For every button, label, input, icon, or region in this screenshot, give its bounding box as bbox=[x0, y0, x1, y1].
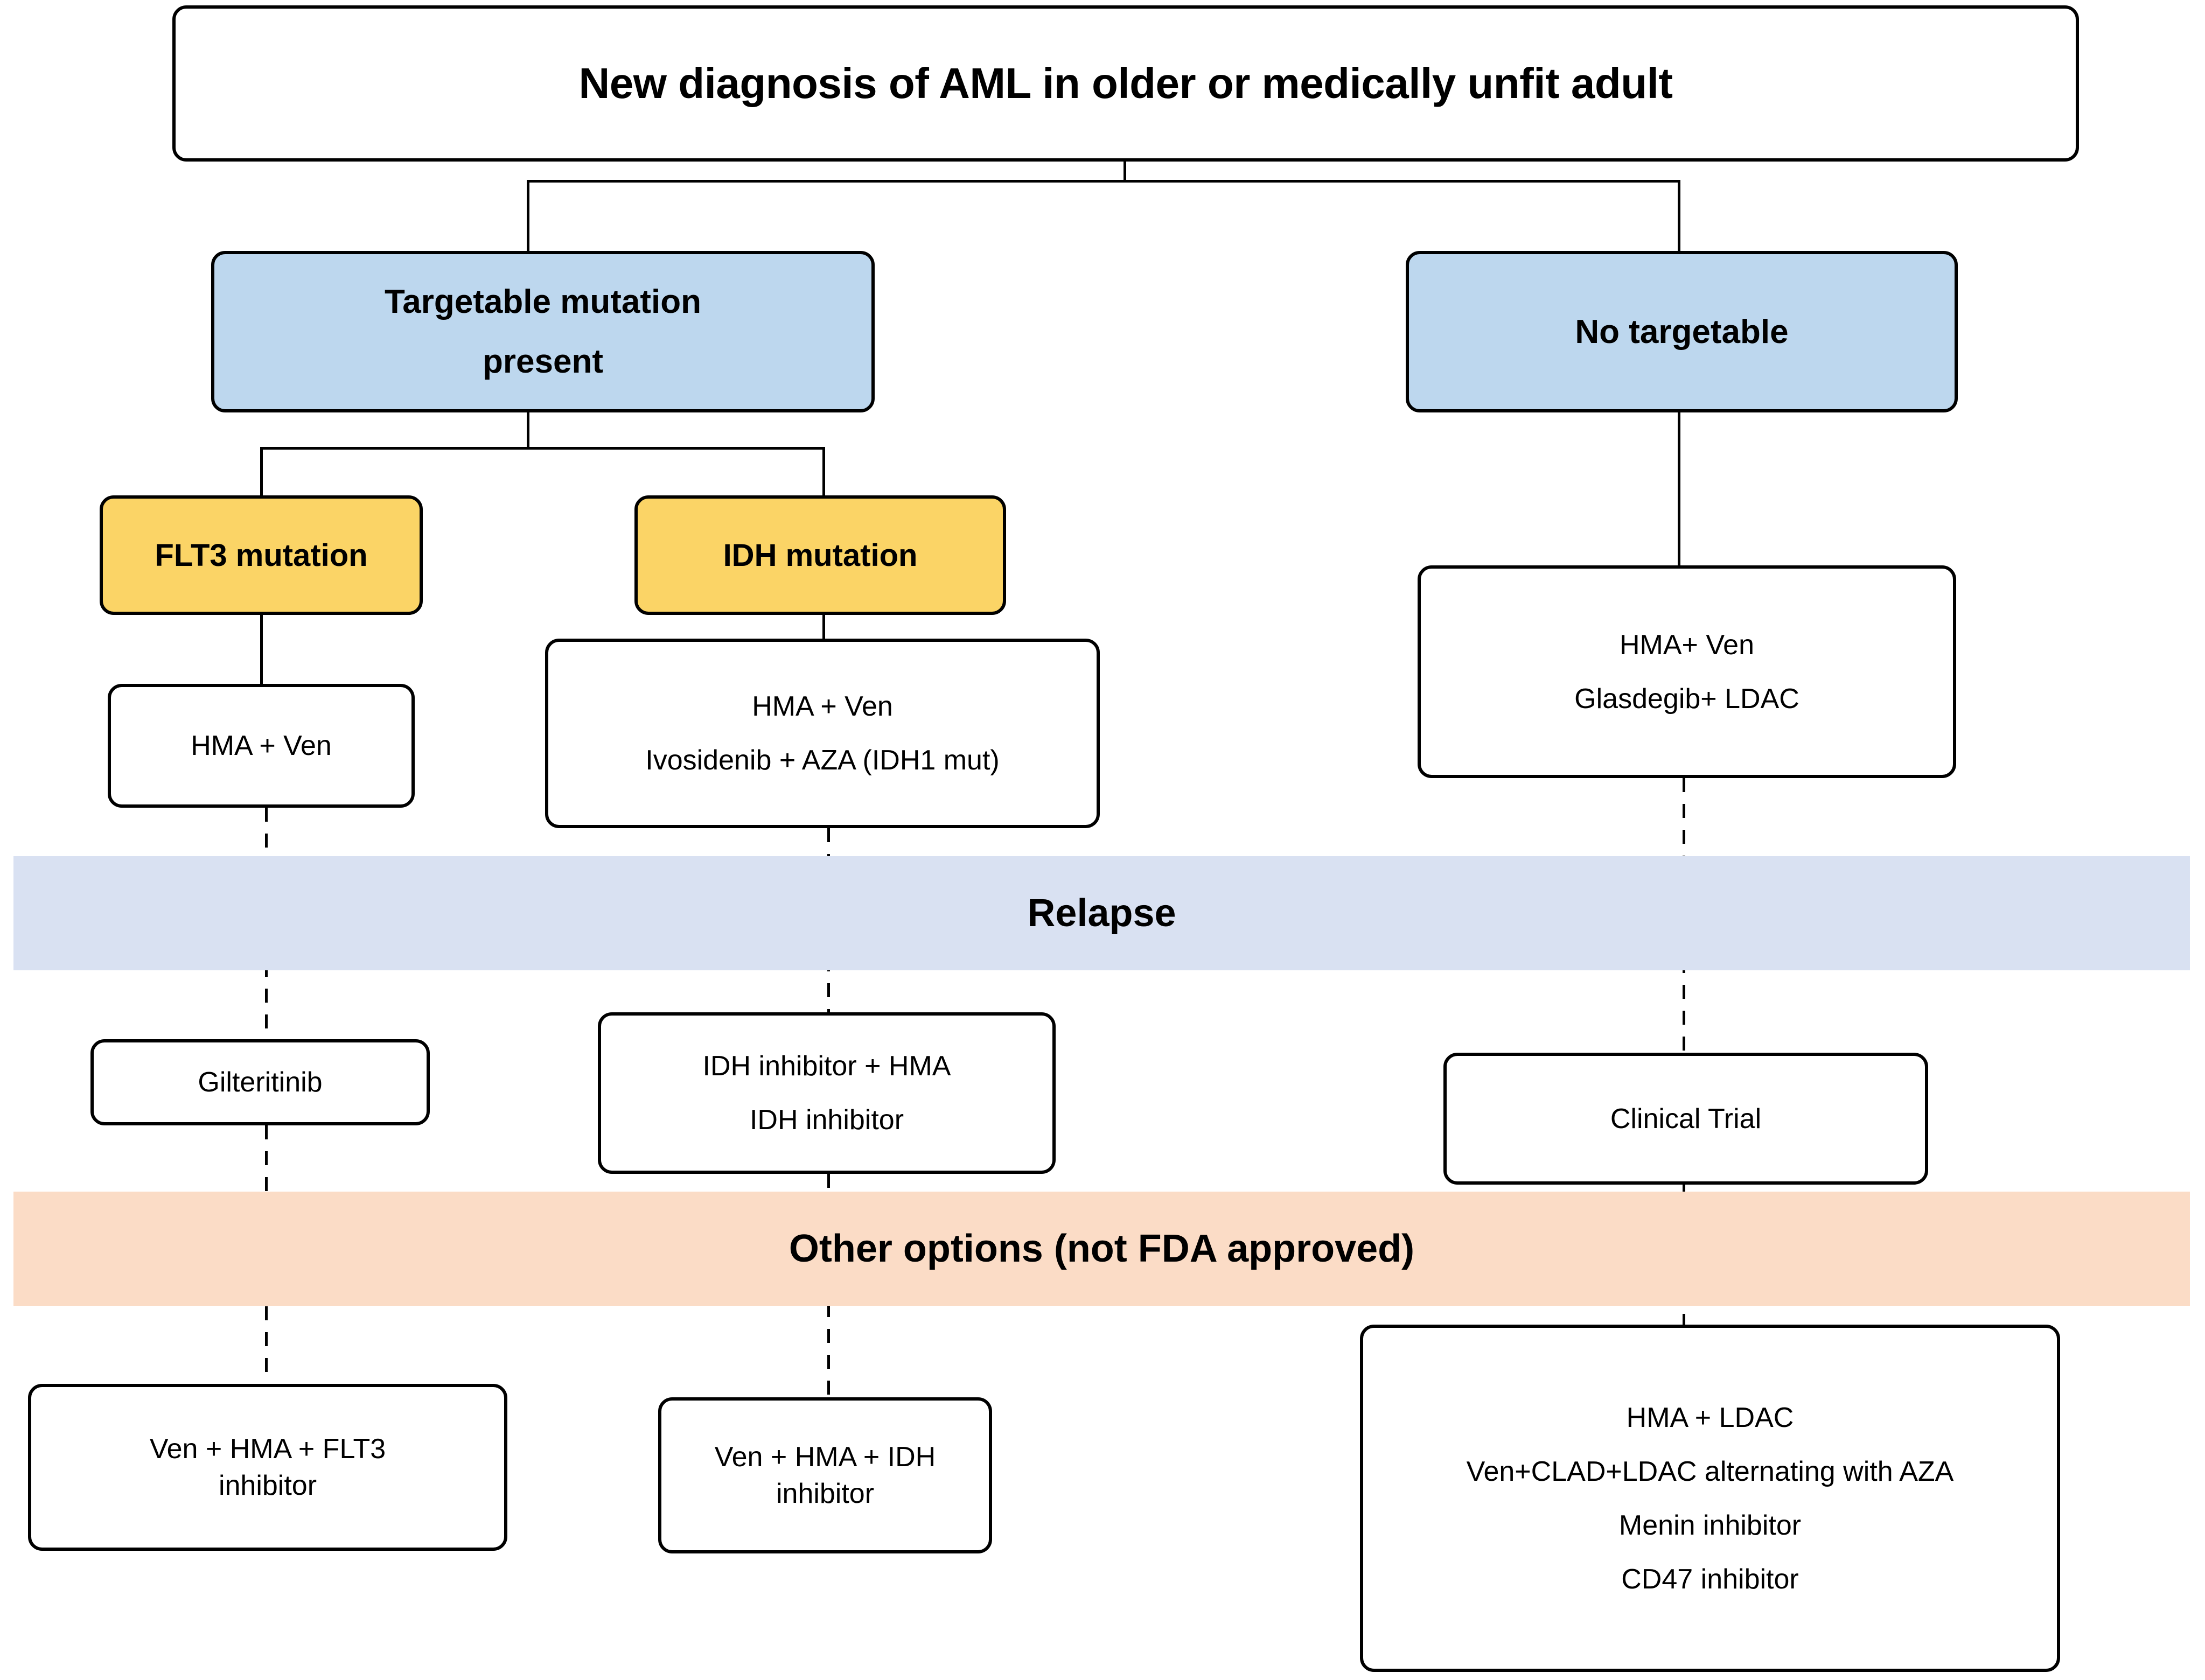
root-label: New diagnosis of AML in older or medical… bbox=[578, 59, 1673, 107]
connector-level2-horizontal bbox=[260, 447, 825, 450]
connector-targetable-stem bbox=[527, 412, 529, 448]
flt3-other-line2: inhibitor bbox=[218, 1470, 317, 1501]
relapse-label: Relapse bbox=[1027, 892, 1176, 935]
node-targetable-mutation-present[interactable]: Targetable mutation present bbox=[211, 251, 875, 412]
node-no-targetable-frontline-treatment[interactable]: HMA+ Ven Glasdegib+ LDAC bbox=[1418, 565, 1956, 778]
connector-idh-to-treatment bbox=[822, 615, 825, 641]
node-flt3-other-treatment[interactable]: Ven + HMA + FLT3 inhibitor bbox=[28, 1384, 507, 1551]
idh-relapse-line1: IDH inhibitor + HMA bbox=[702, 1051, 951, 1082]
band-relapse: Relapse bbox=[13, 856, 2190, 970]
targetable-label-line2: present bbox=[483, 343, 603, 380]
no-target-other-line3: Menin inhibitor bbox=[1618, 1509, 1802, 1541]
no-target-other-line1: HMA + LDAC bbox=[1626, 1402, 1794, 1433]
node-idh-mutation[interactable]: IDH mutation bbox=[634, 495, 1006, 615]
targetable-label-line1: Targetable mutation bbox=[385, 283, 701, 320]
no-target-frontline-line1: HMA+ Ven bbox=[1619, 629, 1755, 661]
node-flt3-frontline-treatment[interactable]: HMA + Ven bbox=[108, 684, 415, 808]
idh-frontline-line1: HMA + Ven bbox=[752, 691, 893, 722]
idh-other-line1: Ven + HMA + IDH bbox=[714, 1441, 936, 1473]
connector-drop-targetable bbox=[527, 180, 529, 253]
idh-other-line2: inhibitor bbox=[776, 1478, 875, 1509]
node-idh-relapse-treatment[interactable]: IDH inhibitor + HMA IDH inhibitor bbox=[598, 1012, 1056, 1174]
band-other-options: Other options (not FDA approved) bbox=[13, 1192, 2190, 1306]
flt3-mutation-label: FLT3 mutation bbox=[155, 537, 368, 573]
connector-level1-horizontal bbox=[527, 180, 1680, 183]
other-options-label: Other options (not FDA approved) bbox=[789, 1227, 1415, 1270]
connector-drop-idh bbox=[822, 447, 825, 496]
no-target-frontline-line2: Glasdegib+ LDAC bbox=[1574, 683, 1799, 715]
no-target-other-line2: Ven+CLAD+LDAC alternating with AZA bbox=[1466, 1455, 1954, 1487]
connector-drop-no-targetable bbox=[1678, 180, 1680, 253]
idh-mutation-label: IDH mutation bbox=[723, 537, 918, 573]
flt3-other-line1: Ven + HMA + FLT3 bbox=[149, 1433, 386, 1465]
node-root-diagnosis[interactable]: New diagnosis of AML in older or medical… bbox=[172, 5, 2079, 162]
connector-drop-flt3 bbox=[260, 447, 263, 496]
connector-no-targetable-stem bbox=[1678, 412, 1680, 569]
node-no-targetable-relapse-treatment[interactable]: Clinical Trial bbox=[1443, 1053, 1928, 1185]
no-targetable-label: No targetable bbox=[1575, 313, 1789, 351]
no-target-other-line4: CD47 inhibitor bbox=[1621, 1563, 1799, 1595]
flt3-relapse-line1: Gilteritinib bbox=[198, 1067, 323, 1098]
connector-root-stem bbox=[1124, 162, 1126, 181]
node-flt3-relapse-treatment[interactable]: Gilteritinib bbox=[90, 1039, 430, 1125]
connector-flt3-to-treatment bbox=[260, 615, 263, 686]
node-flt3-mutation[interactable]: FLT3 mutation bbox=[100, 495, 423, 615]
idh-frontline-line2: Ivosidenib + AZA (IDH1 mut) bbox=[645, 745, 1000, 776]
idh-relapse-line2: IDH inhibitor bbox=[749, 1104, 904, 1136]
node-idh-frontline-treatment[interactable]: HMA + Ven Ivosidenib + AZA (IDH1 mut) bbox=[545, 639, 1100, 828]
node-idh-other-treatment[interactable]: Ven + HMA + IDH inhibitor bbox=[658, 1397, 992, 1553]
flt3-frontline-line1: HMA + Ven bbox=[191, 730, 332, 761]
node-no-targetable-other-treatment[interactable]: HMA + LDAC Ven+CLAD+LDAC alternating wit… bbox=[1360, 1325, 2060, 1672]
node-no-targetable[interactable]: No targetable bbox=[1406, 251, 1958, 412]
no-target-relapse-line1: Clinical Trial bbox=[1610, 1103, 1762, 1135]
